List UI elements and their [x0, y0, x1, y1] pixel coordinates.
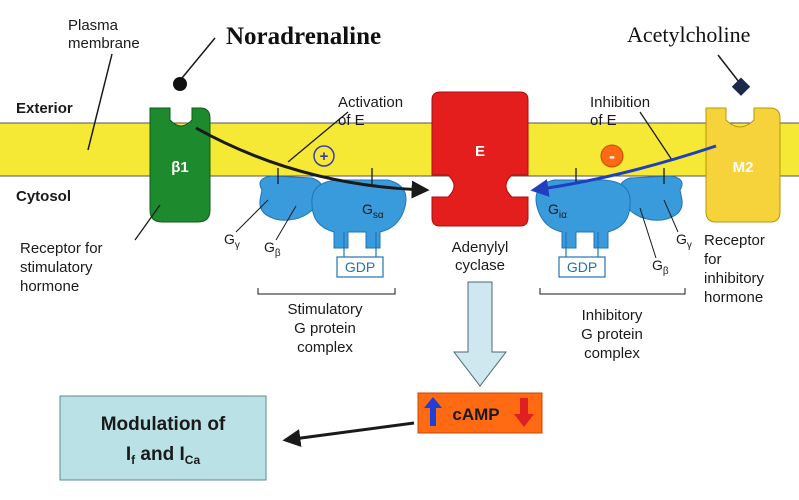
receptor-inhib-label-1: Receptor: [704, 232, 765, 249]
acetylcholine-label: Acetylcholine: [627, 22, 750, 47]
activation-pointer: [287, 111, 349, 163]
adenylyl-to-camp-arrow: [452, 281, 508, 387]
stim-g-beta-pointer: [275, 205, 297, 241]
inhib-g-gamma-pointer: [663, 199, 679, 233]
modulation-label-1: Modulation of: [101, 414, 226, 435]
plus-sign-badge: [313, 145, 335, 167]
plasma-membrane-label-2: membrane: [68, 35, 140, 52]
stim-complex-bracket: [257, 288, 396, 295]
noradrenaline-pointer: [181, 37, 216, 79]
plasma-membrane-pointer: [87, 53, 113, 151]
inhib-complex-bracket: [539, 288, 686, 295]
minus-sign: -: [609, 146, 615, 166]
exterior-label: Exterior: [16, 100, 73, 117]
inhib-gdp-label: GDP: [567, 259, 597, 275]
effector-adenylyl-cyclase: [431, 91, 529, 227]
minus-sign-badge: [600, 144, 624, 168]
stimulatory-g-protein: [259, 168, 407, 278]
camp-up-arrow: [424, 397, 442, 426]
stim-complex-label-3: complex: [297, 339, 353, 356]
inhib-g-alpha: [535, 179, 631, 249]
stimulatory-signal-arrow: [195, 126, 430, 199]
plasma-membrane: [0, 123, 799, 176]
camp-label: cAMP: [452, 405, 499, 424]
inhib-gdp-box: [558, 256, 606, 278]
stim-complex-label-2: G protein: [294, 320, 356, 337]
inhibitory-signal-arrow: [530, 144, 717, 197]
inhib-complex-label-3: complex: [584, 345, 640, 362]
inhibition-label-2: of E: [590, 112, 617, 129]
activation-label-1: Activation: [338, 94, 403, 111]
camp-to-modulation-arrow: [282, 421, 415, 448]
receptor-stim-label-3: hormone: [20, 278, 79, 295]
receptor-inhib-label-4: hormone: [704, 289, 763, 306]
plus-sign: +: [320, 148, 329, 165]
plasma-membrane-label-1: Plasma: [68, 17, 119, 34]
m2-label: M2: [733, 159, 754, 176]
receptor-inhib-label-3: inhibitory: [704, 270, 765, 287]
cytosol-label: Cytosol: [16, 188, 71, 205]
stim-complex-label-1: Stimulatory: [287, 301, 363, 318]
inhibition-label-1: Inhibition: [590, 94, 650, 111]
stim-g-gamma-pointer: [235, 199, 269, 233]
activation-label-2: of E: [338, 112, 365, 129]
receptor-stim-pointer: [134, 204, 161, 241]
acetylcholine-pointer: [717, 54, 740, 83]
receptor-stim-label-2: stimulatory: [20, 259, 93, 276]
stim-g-alpha: [311, 179, 407, 249]
modulation-box: [59, 395, 267, 481]
modulation-label-2: If and ICa: [126, 444, 201, 467]
beta1-label: β1: [171, 159, 189, 176]
inhib-g-gamma-label: Gγ: [676, 231, 692, 251]
inhib-complex-label-2: G protein: [581, 326, 643, 343]
receptor-inhib-label-2: for: [704, 251, 722, 268]
adenylyl-label-2: cyclase: [455, 257, 505, 274]
adenylyl-label-1: Adenylyl: [452, 239, 509, 256]
camp-down-arrow: [514, 398, 534, 427]
acetylcholine-ligand: [731, 77, 751, 96]
g-s-alpha-label: Gsα: [362, 201, 384, 221]
inhibition-pointer: [639, 111, 673, 161]
g-i-alpha-label: Giα: [548, 201, 567, 221]
inhib-complex-label-1: Inhibitory: [582, 307, 643, 324]
stim-g-beta-label: Gβ: [264, 239, 281, 259]
m2-receptor: [705, 107, 781, 223]
noradrenaline-label: Noradrenaline: [226, 23, 381, 50]
receptor-stim-label-1: Receptor for: [20, 240, 103, 257]
effector-label: E: [475, 143, 485, 160]
beta1-receptor: [149, 107, 211, 223]
inhibitory-g-protein: [535, 168, 683, 278]
stim-gdp-label: GDP: [345, 259, 375, 275]
stim-gdp-box: [336, 256, 384, 278]
noradrenaline-ligand: [173, 77, 187, 91]
stim-g-gamma-label: Gγ: [224, 231, 240, 251]
inhib-g-beta-pointer: [639, 207, 657, 259]
inhib-g-beta-label: Gβ: [652, 257, 669, 277]
